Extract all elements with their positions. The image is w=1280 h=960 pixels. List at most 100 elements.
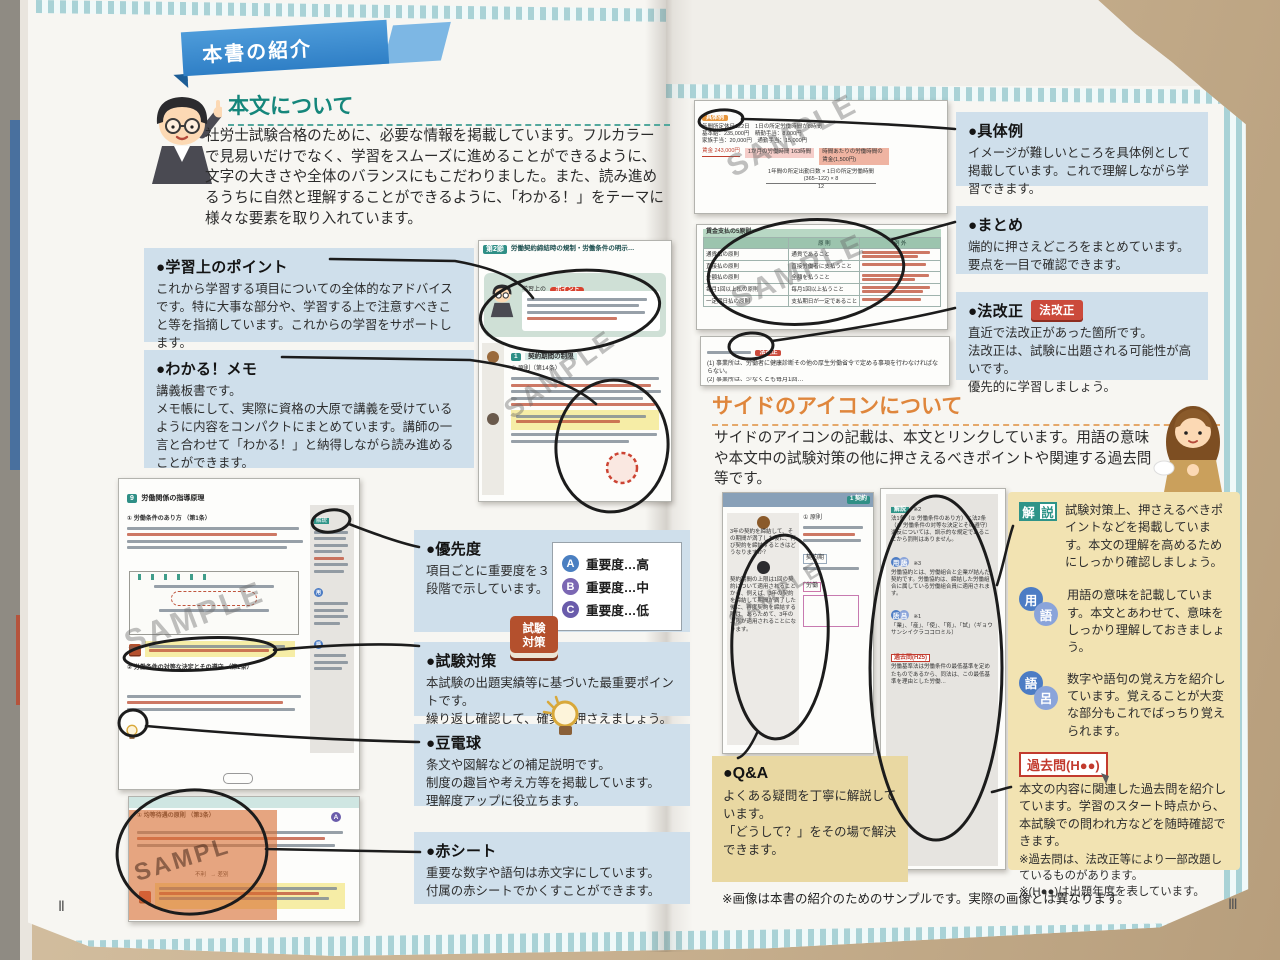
mini-kaisetsu-text: 法1条（① 労働条件のあり方）と法2条（② 労働条件の対等な決定とその遵守）違反… xyxy=(891,516,991,544)
feature-body: 講義板書です。 メモ帳にして、実際に資格の大原で講義を受けているように内容をコン… xyxy=(156,384,454,470)
woman-character-icon xyxy=(1152,396,1234,499)
item1: ① 労働条件のあり方 （第1条） xyxy=(127,516,211,522)
memo-box xyxy=(129,571,299,635)
feature-qa: ●Q&A よくある疑問を丁寧に解説しています。 「どうして？」をその場で解決でき… xyxy=(712,756,908,882)
feature-body: よくある疑問を丁寧に解説しています。 「どうして？」をその場で解決できます。 xyxy=(723,789,897,857)
mini-goro-icon2: 呂 xyxy=(899,610,909,621)
goro-text: 数字や語句の覚え方を紹介しています。覚えることが大変な部分もこれでばっちり覚えら… xyxy=(1067,671,1226,738)
feature-akasheet: ●赤シート 重要な数字や語句は赤文字にしています。 付属の赤シートでかくすことが… xyxy=(414,832,690,904)
feature-title: ●学習上のポイント xyxy=(156,259,288,276)
ribbon-fold xyxy=(173,74,189,89)
feature-title: ●まとめ xyxy=(968,217,1024,234)
feature-title: ●Q&A xyxy=(723,765,769,782)
mini-ref: ※3 xyxy=(913,560,922,567)
section-heading-side-icons: サイドのアイコンについて xyxy=(712,390,1220,426)
feature-body: これから学習する項目についての全体的なアドバイスです。特に大事な部分や、学習する… xyxy=(156,282,453,350)
page-number-right: Ⅲ xyxy=(1228,896,1238,912)
example-rate: 時間あたりの労働時間の賃金(1,500円) xyxy=(819,148,890,165)
yogo-text: 用語の意味を記載しています。本文とあわせて、意味をしっかり理解しておきましょう。 xyxy=(1067,588,1225,655)
lightbulb-mini-icon xyxy=(126,724,138,739)
section-title: 労働関係の指導原理 xyxy=(141,495,205,502)
highlight-lines xyxy=(145,641,295,657)
feature-title: ●法改正法改正 xyxy=(968,300,1196,321)
legend-kaisetsu: 解説 試験対策上、押さえるべきポイントなどを掲載しています。本文の理解を高めるた… xyxy=(1019,502,1229,571)
sec-chip: 1 xyxy=(511,353,521,362)
example-denominator: 12 xyxy=(766,182,876,191)
example-chip: 具体例 xyxy=(702,115,729,121)
intro-paragraph: 社労士試験合格のために、必要な情報を掲載しています。フルカラーで見易いだけでなく… xyxy=(205,128,664,227)
feature-title: ●具体例 xyxy=(968,123,1024,140)
example-line: 家族手当：20,000円 通勤手当：15,000円 xyxy=(702,138,808,145)
qa-sec-chip: 1 契約 xyxy=(846,496,870,504)
example-formula: 1年間の所定出勤日数 × 1日の所定労働時間 xyxy=(768,168,874,175)
sample-matome-thumbnail: 賃金支払の5原則 原 則例 外 通貨払の原則通貨であること 直接払の原則直接労働… xyxy=(696,224,948,330)
law-revision-icon: 法改正 xyxy=(1031,300,1083,320)
teacher-character-icon xyxy=(142,88,225,199)
qa-right-column: ① 原則 契約期 労働 xyxy=(803,515,869,627)
badge-b-label: 重要度…中 xyxy=(586,581,649,595)
kakomon-note1: ※過去問は、法改正等により一部改題しているものがあります。 xyxy=(1019,854,1222,882)
feature-mamedenkyu: ●豆電球 条文や図解などの補足説明です。 制度の趣旨や考え方等を掲載しています。… xyxy=(414,695,690,808)
text-lines xyxy=(127,691,307,714)
qa-question: 3年の契約を締結して、その期間が満了した後に、再び契約を締結するときはどうなりま… xyxy=(730,529,797,557)
page-number-left: Ⅱ xyxy=(58,898,65,914)
ribbon-extension xyxy=(382,21,451,65)
chapter-title: 労働契約締結時の規制・労働条件の明示… xyxy=(510,245,635,252)
page-footer-oval xyxy=(223,773,253,784)
feature-matome: ●まとめ 端的に押さえどころをまとめています。 要点を一目で確認できます。 xyxy=(956,206,1208,274)
example-wage: 賃金 243,000円 xyxy=(702,148,740,157)
mini-yogo-text: 労働協約とは、労働組合と企業が結んだ契約です。労働協約は、締結した労働組合に属し… xyxy=(891,569,991,597)
feature-gakushu-point: ●学習上のポイント これから学習する項目についての全体的なアドバイスです。特に大… xyxy=(144,248,474,350)
sample-page-thumbnail-bottom: 9 労働関係の指導原理 ① 労働条件のあり方 （第1条） A ② 労働条件の対等… xyxy=(118,478,360,790)
chapter-chip: 第2節 xyxy=(483,245,507,255)
law-chip: 法改正 xyxy=(755,350,782,356)
sidebar-notes: 解説 用 語 xyxy=(310,505,354,753)
feature-shiken-taisaku: ●試験対策 本試験の出題実績等に基づいた最重要ポイントです。 繰り返し確認して、… xyxy=(414,616,690,726)
kakomon-note2: ※(H●●)は出題年度を表しています。 xyxy=(1019,885,1205,898)
exam-book-icon: 試験対策 xyxy=(510,616,558,658)
kakomon-icon: 過去問(H●●) xyxy=(1019,751,1108,777)
matome-table: 原 則例 外 通貨払の原則通貨であること 直接払の原則直接労働者に支払うこと 全… xyxy=(702,236,941,307)
kaisetsu-icon: 解説 xyxy=(1019,502,1057,571)
kakomon-text: 本文の内容に関連した過去問を紹介しています。学習のスタート時点から、本試験での問… xyxy=(1019,781,1227,848)
sample-body: 1 契約期間の制限 ① 原則（第14条） xyxy=(511,345,666,446)
sec-title: 契約期間の制限 xyxy=(525,353,577,360)
example-hours: 1か月の労働時間 163時間 xyxy=(744,148,815,158)
mini-yogo-icon2: 語 xyxy=(899,556,909,567)
legend-kakomon: 過去問(H●●) 本文の内容に関連した過去問を紹介しています。学習のスタート時点… xyxy=(1019,751,1229,901)
book-spine-blue xyxy=(10,120,22,470)
feature-title: ●わかる！メモ xyxy=(156,361,258,378)
feature-houkaisei: ●法改正法改正 直近で法改正があった箇所です。 法改正は、試験に出題される可能性… xyxy=(956,292,1208,394)
qa-dialog-column: 3年の契約を締結して、その期間が満了した後に、再び契約を締結するときはどうなりま… xyxy=(727,513,799,745)
mini-kakomon-label: 過去問(H25) xyxy=(891,654,931,663)
text-lines xyxy=(127,523,307,553)
law-line2: (2) 事業所は、少なくとも毎月1回… xyxy=(707,376,804,383)
point-text-lines xyxy=(522,291,660,331)
example-formula2: (365−122) × 8 xyxy=(803,175,839,182)
exam-book-mini-icon xyxy=(129,643,141,655)
feature-body: 重要な数字や語句は赤文字にしています。 付属の赤シートでかくすことができます。 xyxy=(426,866,661,898)
margin-strip xyxy=(482,343,504,495)
feature-gutairei: ●具体例 イメージが難しいところを具体例として掲載しています。これで理解しながら… xyxy=(956,112,1208,196)
point-panel: 学習上の ポイント xyxy=(484,273,666,337)
page-border-stripes-bottom xyxy=(28,922,1249,956)
footnote: ※画像は本書の紹介のためのサンプルです。実際の画像とは異なります。 xyxy=(722,892,1130,906)
feature-title: ●優先度 xyxy=(426,541,482,558)
red-sheet-overlay: SAMPL xyxy=(129,810,277,920)
matome-title: 賃金支払の5原則 xyxy=(703,229,941,237)
mini-goro-text: 「業」、「産」、「使」、「育」、「試」（ギョウサンシイクラココロミル） xyxy=(891,623,993,637)
page-stack-top-right xyxy=(666,0,1249,86)
sample-example-thumbnail: 具体例 年間所定休日122日 1日の所定労働時間が8時間 基本給：235,000… xyxy=(694,87,948,214)
section-heading-honbun: 本文について xyxy=(228,90,670,126)
feature-body: 端的に押さえどころをまとめています。 要点を一目で確認できます。 xyxy=(968,240,1190,272)
sample-qa-thumbnail: 1 契約 3年の契約を締結して、その期間が満了した後に、再び契約を締結するときは… xyxy=(722,492,874,754)
legend-goro: 語呂 数字や語句の覚え方を紹介しています。覚えることが大変な部分もこれでばっちり… xyxy=(1019,670,1229,740)
sample-houkaisei-thumbnail: 法改正 (1) 事業所は、労働者に健康診断その他の厚生労働省令で定める事項を行わ… xyxy=(700,336,950,386)
feature-wakaru-memo: ●わかる！メモ 講義板書です。 メモ帳にして、実際に資格の大原で講義を受けている… xyxy=(144,350,474,470)
qa-label1: 契約期 xyxy=(803,553,828,564)
mini-ref: ※2 xyxy=(913,507,922,513)
page-border-stripes-top-left xyxy=(35,0,671,22)
